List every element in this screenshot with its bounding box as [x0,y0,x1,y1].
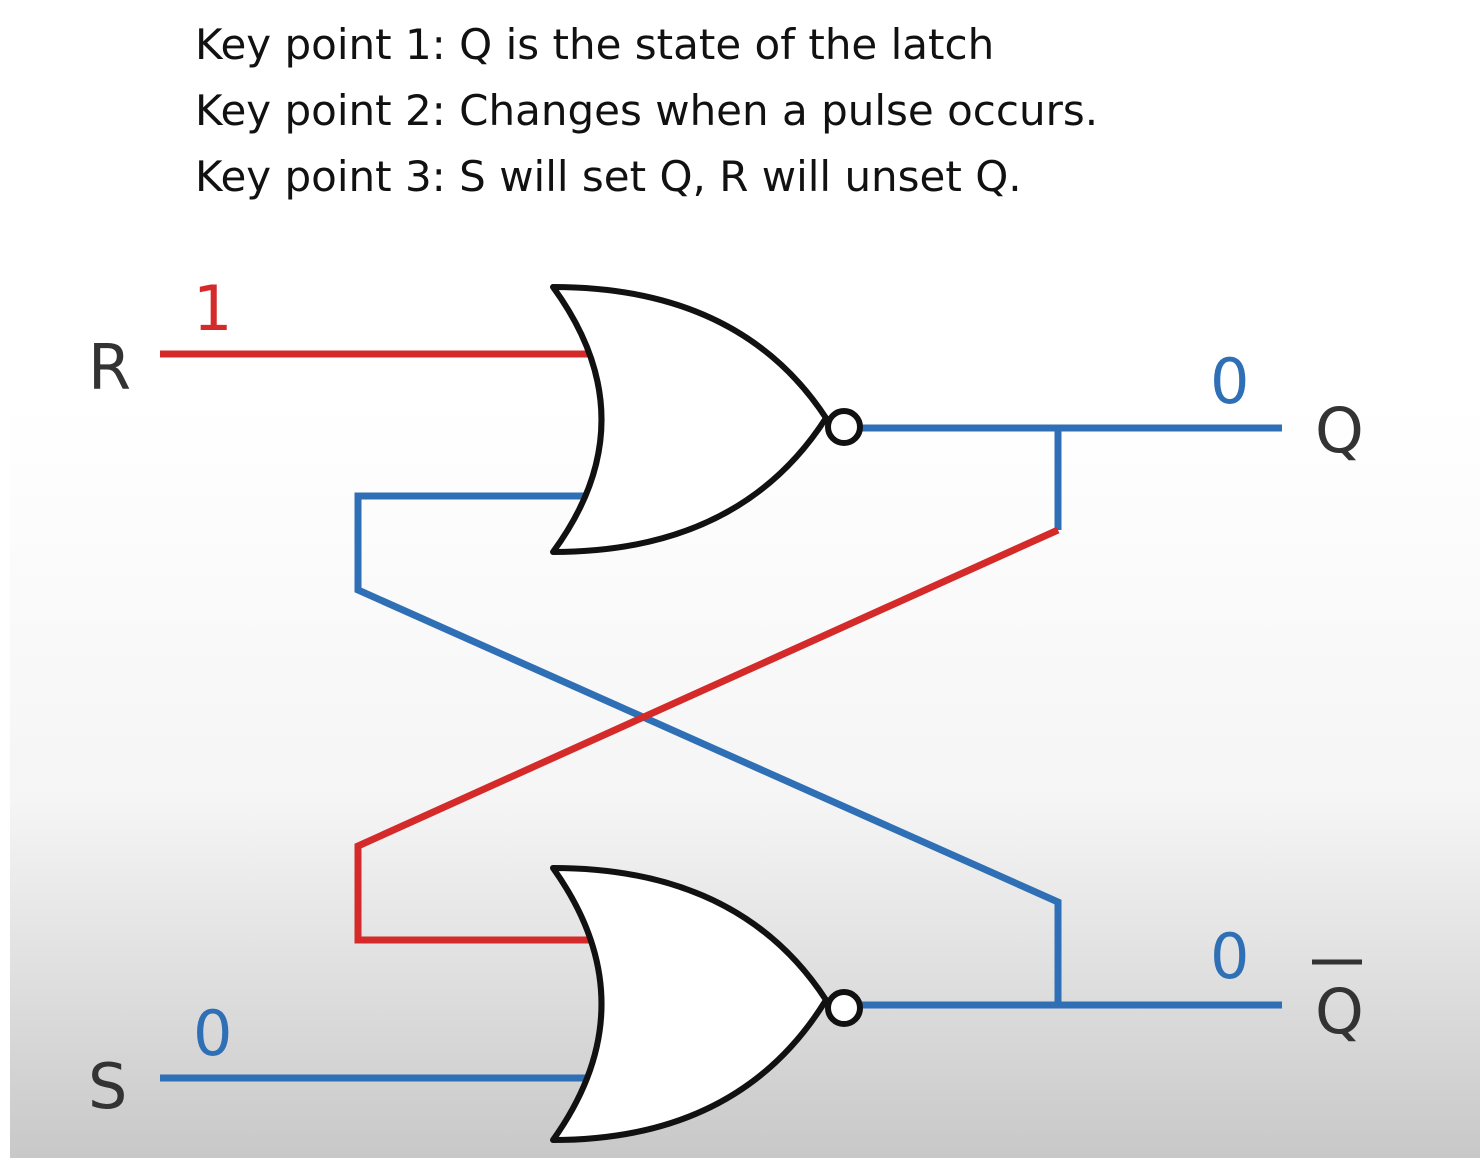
r-input-value: 1 [193,272,232,345]
key-point-2: Key point 2: Changes when a pulse occurs… [195,86,1099,135]
q-output-label: Q [1315,394,1364,467]
r-input-label: R [88,331,131,404]
s-input-value: 0 [193,997,232,1070]
nor-gate-upper-body [550,284,829,555]
q-bar-output-value: 0 [1210,920,1249,993]
key-point-3: Key point 3: S will set Q, R will unset … [195,152,1022,201]
s-input-label: S [88,1050,127,1123]
nor-gate-lower-body [550,865,829,1143]
key-points-list: Key point 1: Q is the state of the latch… [195,12,1395,210]
q-bar-feedback-wire [354,492,1062,1002]
nor-gate-upper [550,284,863,555]
nor-gate-lower [550,865,863,1143]
q-cross-wire [354,526,1060,944]
q-bar-output-label: Q [1315,975,1364,1048]
q-bar-output-label-group: Q [1312,959,1364,1048]
key-point-1: Key point 1: Q is the state of the latch [195,20,995,69]
nor-gate-lower-bubble [825,989,863,1027]
q-output-value: 0 [1210,345,1249,418]
nor-gate-upper-bubble [825,408,863,446]
